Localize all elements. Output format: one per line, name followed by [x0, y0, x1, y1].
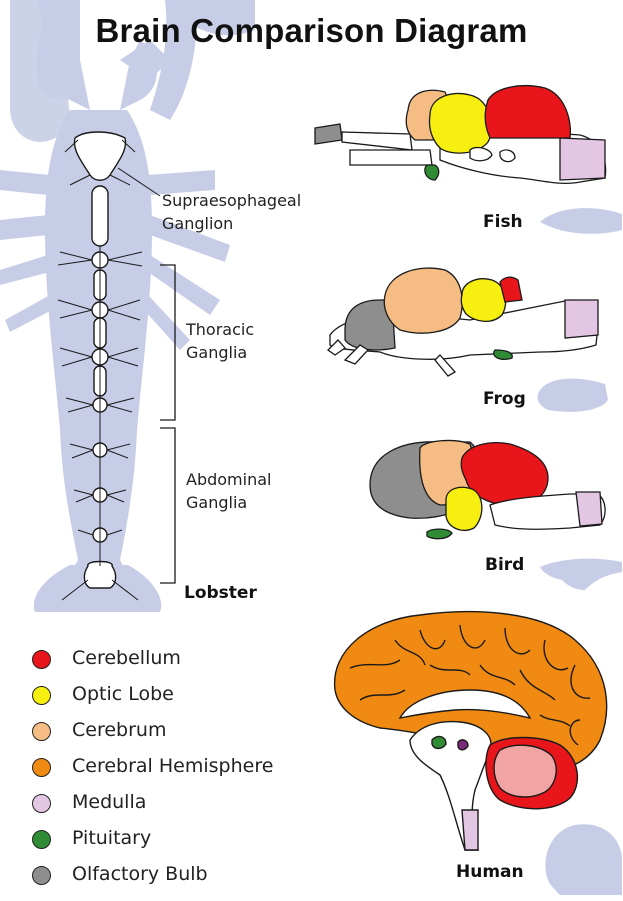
- label-thoracic-line2: Ganglia: [186, 341, 254, 364]
- legend-item-pituitary: Pituitary: [30, 828, 350, 864]
- human-head-silhouette: [545, 824, 622, 895]
- label-abdominal-ganglia: Abdominal Ganglia: [186, 468, 271, 514]
- legend: Cerebellum Optic Lobe Cerebrum Cerebral …: [30, 648, 350, 900]
- legend-swatch-cerebellum: [32, 650, 51, 669]
- label-thoracic-line1: Thoracic: [186, 318, 254, 341]
- label-supraesophageal-ganglion: Supraesophageal Ganglion: [162, 189, 301, 235]
- legend-swatch-optic-lobe: [32, 686, 51, 705]
- label-lobster: Lobster: [184, 583, 257, 603]
- legend-swatch-cerebrum: [32, 722, 51, 741]
- page-title: Brain Comparison Diagram: [0, 12, 623, 50]
- label-fish: Fish: [483, 212, 523, 232]
- legend-swatch-pituitary: [32, 830, 51, 849]
- legend-label-pituitary: Pituitary: [72, 827, 151, 849]
- fish-silhouette: [540, 208, 622, 234]
- legend-item-cerebrum: Cerebrum: [30, 720, 350, 756]
- legend-item-olfactory-bulb: Olfactory Bulb: [30, 864, 350, 900]
- fish-brain: [315, 86, 606, 184]
- legend-item-medulla: Medulla: [30, 792, 350, 828]
- legend-label-olfactory-bulb: Olfactory Bulb: [72, 863, 208, 885]
- label-abdominal-line2: Ganglia: [186, 491, 271, 514]
- legend-item-cerebellum: Cerebellum: [30, 648, 350, 684]
- label-human: Human: [456, 862, 524, 882]
- lobster-silhouette: [0, 0, 255, 612]
- bird-brain: [370, 441, 605, 539]
- label-frog: Frog: [483, 389, 526, 409]
- legend-item-optic-lobe: Optic Lobe: [30, 684, 350, 720]
- legend-label-cerebral-hemisphere: Cerebral Hemisphere: [72, 755, 273, 777]
- legend-swatch-cerebral-hemisphere: [32, 758, 51, 777]
- legend-label-cerebrum: Cerebrum: [72, 719, 166, 741]
- bird-silhouette: [540, 559, 622, 590]
- label-supraesophageal-line1: Supraesophageal: [162, 189, 301, 212]
- legend-label-medulla: Medulla: [72, 791, 146, 813]
- label-thoracic-ganglia: Thoracic Ganglia: [186, 318, 254, 364]
- legend-label-cerebellum: Cerebellum: [72, 647, 181, 669]
- legend-item-cerebral-hemisphere: Cerebral Hemisphere: [30, 756, 350, 792]
- legend-label-optic-lobe: Optic Lobe: [72, 683, 174, 705]
- label-bird: Bird: [485, 555, 524, 575]
- frog-brain: [328, 268, 598, 376]
- frog-silhouette: [538, 379, 608, 412]
- label-abdominal-line1: Abdominal: [186, 468, 271, 491]
- legend-swatch-medulla: [32, 794, 51, 813]
- label-supraesophageal-line2: Ganglion: [162, 212, 301, 235]
- legend-swatch-olfactory-bulb: [32, 866, 51, 885]
